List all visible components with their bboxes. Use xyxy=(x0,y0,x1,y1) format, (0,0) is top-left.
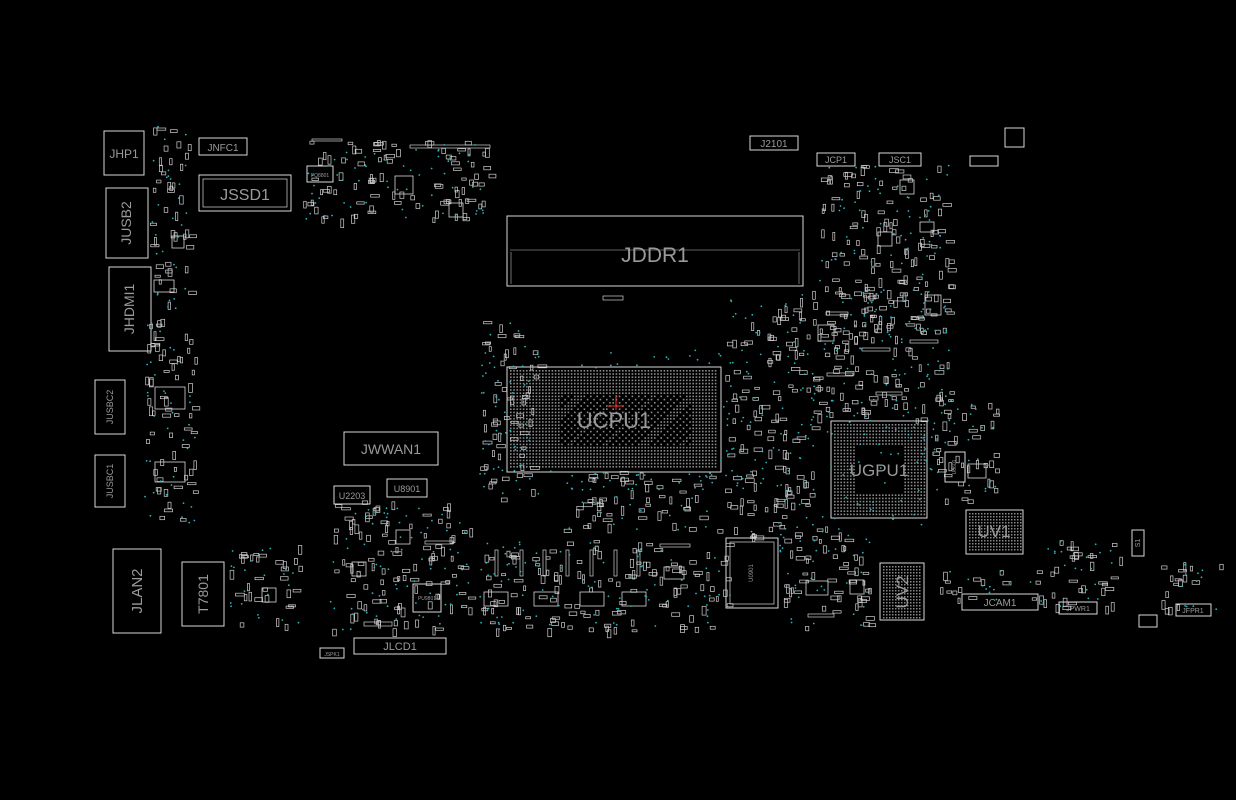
ugpu1-chip[interactable]: UGPU1 xyxy=(830,420,928,519)
u0901-chip[interactable]: U0901 xyxy=(725,537,779,609)
jssd1-connector[interactable]: JSSD1 xyxy=(198,174,292,212)
jsc1-connector[interactable]: JSC1 xyxy=(878,152,922,167)
ucpu1-label: UCPU1 xyxy=(577,408,652,433)
u2203-label: U2203 xyxy=(339,491,366,501)
jspk1-label: JSPK1 xyxy=(324,652,340,658)
jcp1-connector[interactable]: JCP1 xyxy=(816,152,856,167)
t7801-transformer[interactable]: T7801 xyxy=(181,561,225,627)
uv1-chip[interactable]: UV1 xyxy=(965,509,1024,555)
jddr1-slot[interactable]: JDDR1 xyxy=(506,215,804,287)
u2203-chip[interactable]: U2203 xyxy=(333,485,371,505)
jusbc2-label: JUSBC2 xyxy=(105,390,115,425)
jcp1-label: JCP1 xyxy=(825,155,847,165)
jhp1-label: JHP1 xyxy=(109,147,139,161)
jhp1-connector[interactable]: JHP1 xyxy=(103,130,145,176)
jusb2-label: JUSB2 xyxy=(118,201,134,245)
jfpr1-label: JFPR1 xyxy=(1182,608,1204,615)
uv2-label: UV2 xyxy=(893,575,912,608)
u8901-chip[interactable]: U8901 xyxy=(386,478,428,498)
jlcd1-connector[interactable]: JLCD1 xyxy=(353,637,447,655)
jlan2-label: JLAN2 xyxy=(129,568,146,613)
jlcd1-label: JLCD1 xyxy=(383,641,417,653)
top-right-connector xyxy=(969,155,999,167)
top-right-pad xyxy=(1004,127,1025,148)
jwwan1-label: JWWAN1 xyxy=(361,441,421,457)
jspk1-connector[interactable]: JSPK1 xyxy=(319,647,345,659)
j2101-label: J2101 xyxy=(760,139,788,150)
passive-components xyxy=(145,127,1224,639)
pu9801-chip[interactable]: PU9801 xyxy=(412,583,442,613)
jnfc1-connector[interactable]: JNFC1 xyxy=(198,137,248,156)
s1-label: S1 xyxy=(1135,539,1142,548)
u0601-chip[interactable]: U0601 xyxy=(944,451,966,483)
jssd1-label: JSSD1 xyxy=(220,187,270,204)
jsc1-label: JSC1 xyxy=(889,155,911,165)
jusbc2-connector[interactable]: JUSBC2 xyxy=(94,379,126,435)
right-small-pad xyxy=(1138,614,1158,628)
jlan2-connector[interactable]: JLAN2 xyxy=(112,548,162,634)
pq8801-component[interactable]: PQ8801 xyxy=(306,165,334,183)
jusbc1-label: JUSBC1 xyxy=(105,464,115,499)
jwwan1-connector[interactable]: JWWAN1 xyxy=(343,431,439,466)
jnfc1-label: JNFC1 xyxy=(207,143,239,154)
u0601-label: U0601 xyxy=(952,459,958,474)
j2101-connector[interactable]: J2101 xyxy=(749,135,799,151)
ugpu1-label: UGPU1 xyxy=(850,461,909,480)
jfpr1-connector[interactable]: JFPR1 xyxy=(1175,603,1212,617)
t7801-label: T7801 xyxy=(195,574,211,614)
jddr1-label: JDDR1 xyxy=(621,244,689,267)
uv1-label: UV1 xyxy=(977,522,1010,541)
jusb2-connector[interactable]: JUSB2 xyxy=(105,187,149,259)
jpwr1-connector[interactable]: JPWR1 xyxy=(1058,601,1098,615)
jusbc1-connector[interactable]: JUSBC1 xyxy=(94,454,126,508)
jcam1-connector[interactable]: JCAM1 xyxy=(961,593,1039,611)
pu9801-label: PU9801 xyxy=(418,596,436,602)
u8901-label: U8901 xyxy=(394,484,421,494)
jcam1-label: JCAM1 xyxy=(984,598,1017,609)
jpwr1-label: JPWR1 xyxy=(1066,606,1090,613)
s1-switch[interactable]: S1 xyxy=(1131,529,1145,557)
jhdmi1-connector[interactable]: JHDMI1 xyxy=(108,266,152,352)
jhdmi1-label: JHDMI1 xyxy=(121,284,137,335)
u0901-label: U0901 xyxy=(749,564,755,582)
pq8801-label: PQ8801 xyxy=(311,173,330,179)
via-dots xyxy=(144,125,1218,631)
uv2-chip[interactable]: UV2 xyxy=(879,562,925,621)
